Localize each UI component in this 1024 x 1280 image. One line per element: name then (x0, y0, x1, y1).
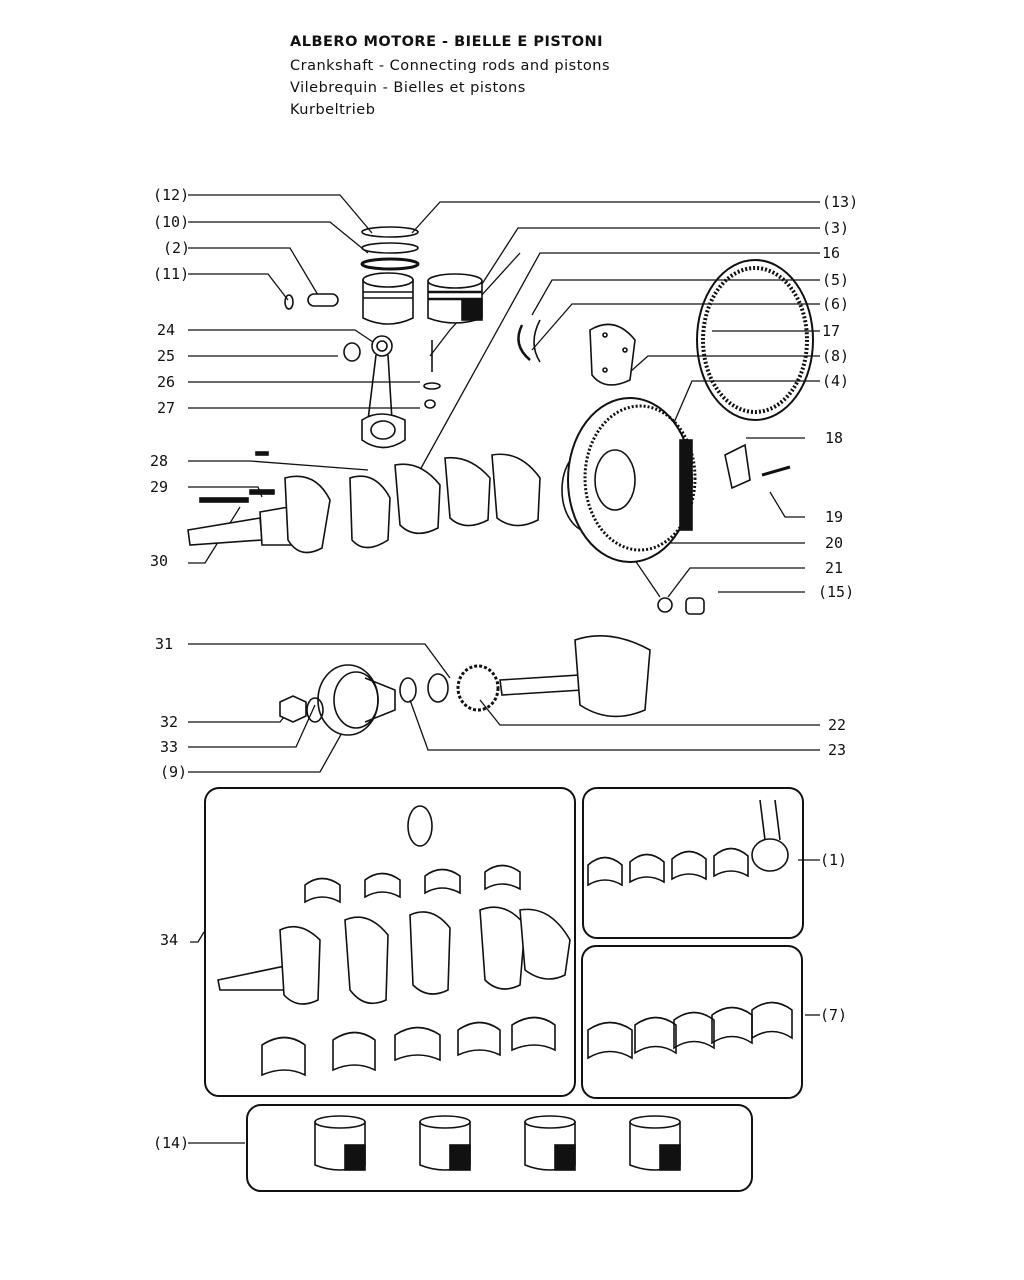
label-31: 31 (155, 635, 174, 653)
pulley-icon (317, 664, 396, 736)
ring-gear-icon (696, 259, 814, 421)
washer-icon (306, 673, 449, 723)
label-3: (3) (822, 219, 850, 237)
label-12: (12) (153, 186, 190, 204)
label-11: (11) (153, 265, 190, 283)
leader-lines (188, 194, 820, 1144)
label-16: 16 (822, 244, 841, 262)
label-7: (7) (820, 1006, 848, 1024)
label-6: (6) (822, 295, 850, 313)
crankshaft-front-icon (456, 634, 651, 718)
label-26: 26 (157, 373, 176, 391)
piston-pin-icon (284, 293, 339, 310)
label-14: (14) (153, 1134, 190, 1152)
bushing-icon (657, 597, 705, 615)
piston-rings (360, 226, 420, 271)
label-15: (15) (818, 583, 855, 601)
box-7 (581, 945, 803, 1099)
label-2: (2) (163, 239, 191, 257)
flywheel-icon (567, 397, 697, 563)
piston-set (314, 1115, 681, 1171)
title-english: Crankshaft - Connecting rods and pistons (290, 58, 611, 74)
label-20: 20 (825, 534, 844, 552)
label-25: 25 (157, 347, 176, 365)
title-italian: ALBERO MOTORE - BIELLE E PISTONI (290, 34, 604, 50)
piston-icon (362, 272, 414, 325)
label-33: 33 (160, 738, 179, 756)
box-14 (246, 1104, 753, 1192)
label-27: 27 (157, 399, 176, 417)
nut-icon (279, 695, 307, 723)
bearing-shells-lower (261, 1016, 556, 1077)
label-24: 24 (157, 321, 176, 339)
label-9: (9) (160, 763, 188, 781)
connecting-rod-icon (343, 335, 441, 449)
label-1: (1) (820, 851, 848, 869)
label-19: 19 (825, 508, 844, 526)
label-21: 21 (825, 559, 844, 577)
label-23: 23 (828, 741, 847, 759)
lock-plate-icon (724, 443, 751, 490)
label-5: (5) (822, 271, 850, 289)
title-french: Vilebrequin - Bielles et pistons (290, 80, 526, 96)
label-8: (8) (822, 347, 850, 365)
piston-3-icon (427, 273, 483, 324)
label-29: 29 (150, 478, 169, 496)
label-10: (10) (153, 213, 190, 231)
label-22: 22 (828, 716, 847, 734)
label-32: 32 (160, 713, 179, 731)
box-34 (204, 787, 576, 1097)
label-13: (13) (822, 193, 859, 211)
bearing-shells-upper (304, 864, 521, 904)
thrust-washer-icon (517, 319, 541, 363)
flywheel-bolt-icon (761, 465, 791, 477)
flange-plate-icon (589, 323, 636, 386)
label-28: 28 (150, 452, 169, 470)
label-30: 30 (150, 552, 169, 570)
label-34: 34 (160, 931, 179, 949)
label-4: (4) (822, 372, 850, 390)
box-1 (582, 787, 804, 939)
title-german: Kurbeltrieb (290, 102, 376, 118)
label-18: 18 (825, 429, 844, 447)
label-17: 17 (822, 322, 841, 340)
crankshaft-icon (187, 447, 623, 554)
